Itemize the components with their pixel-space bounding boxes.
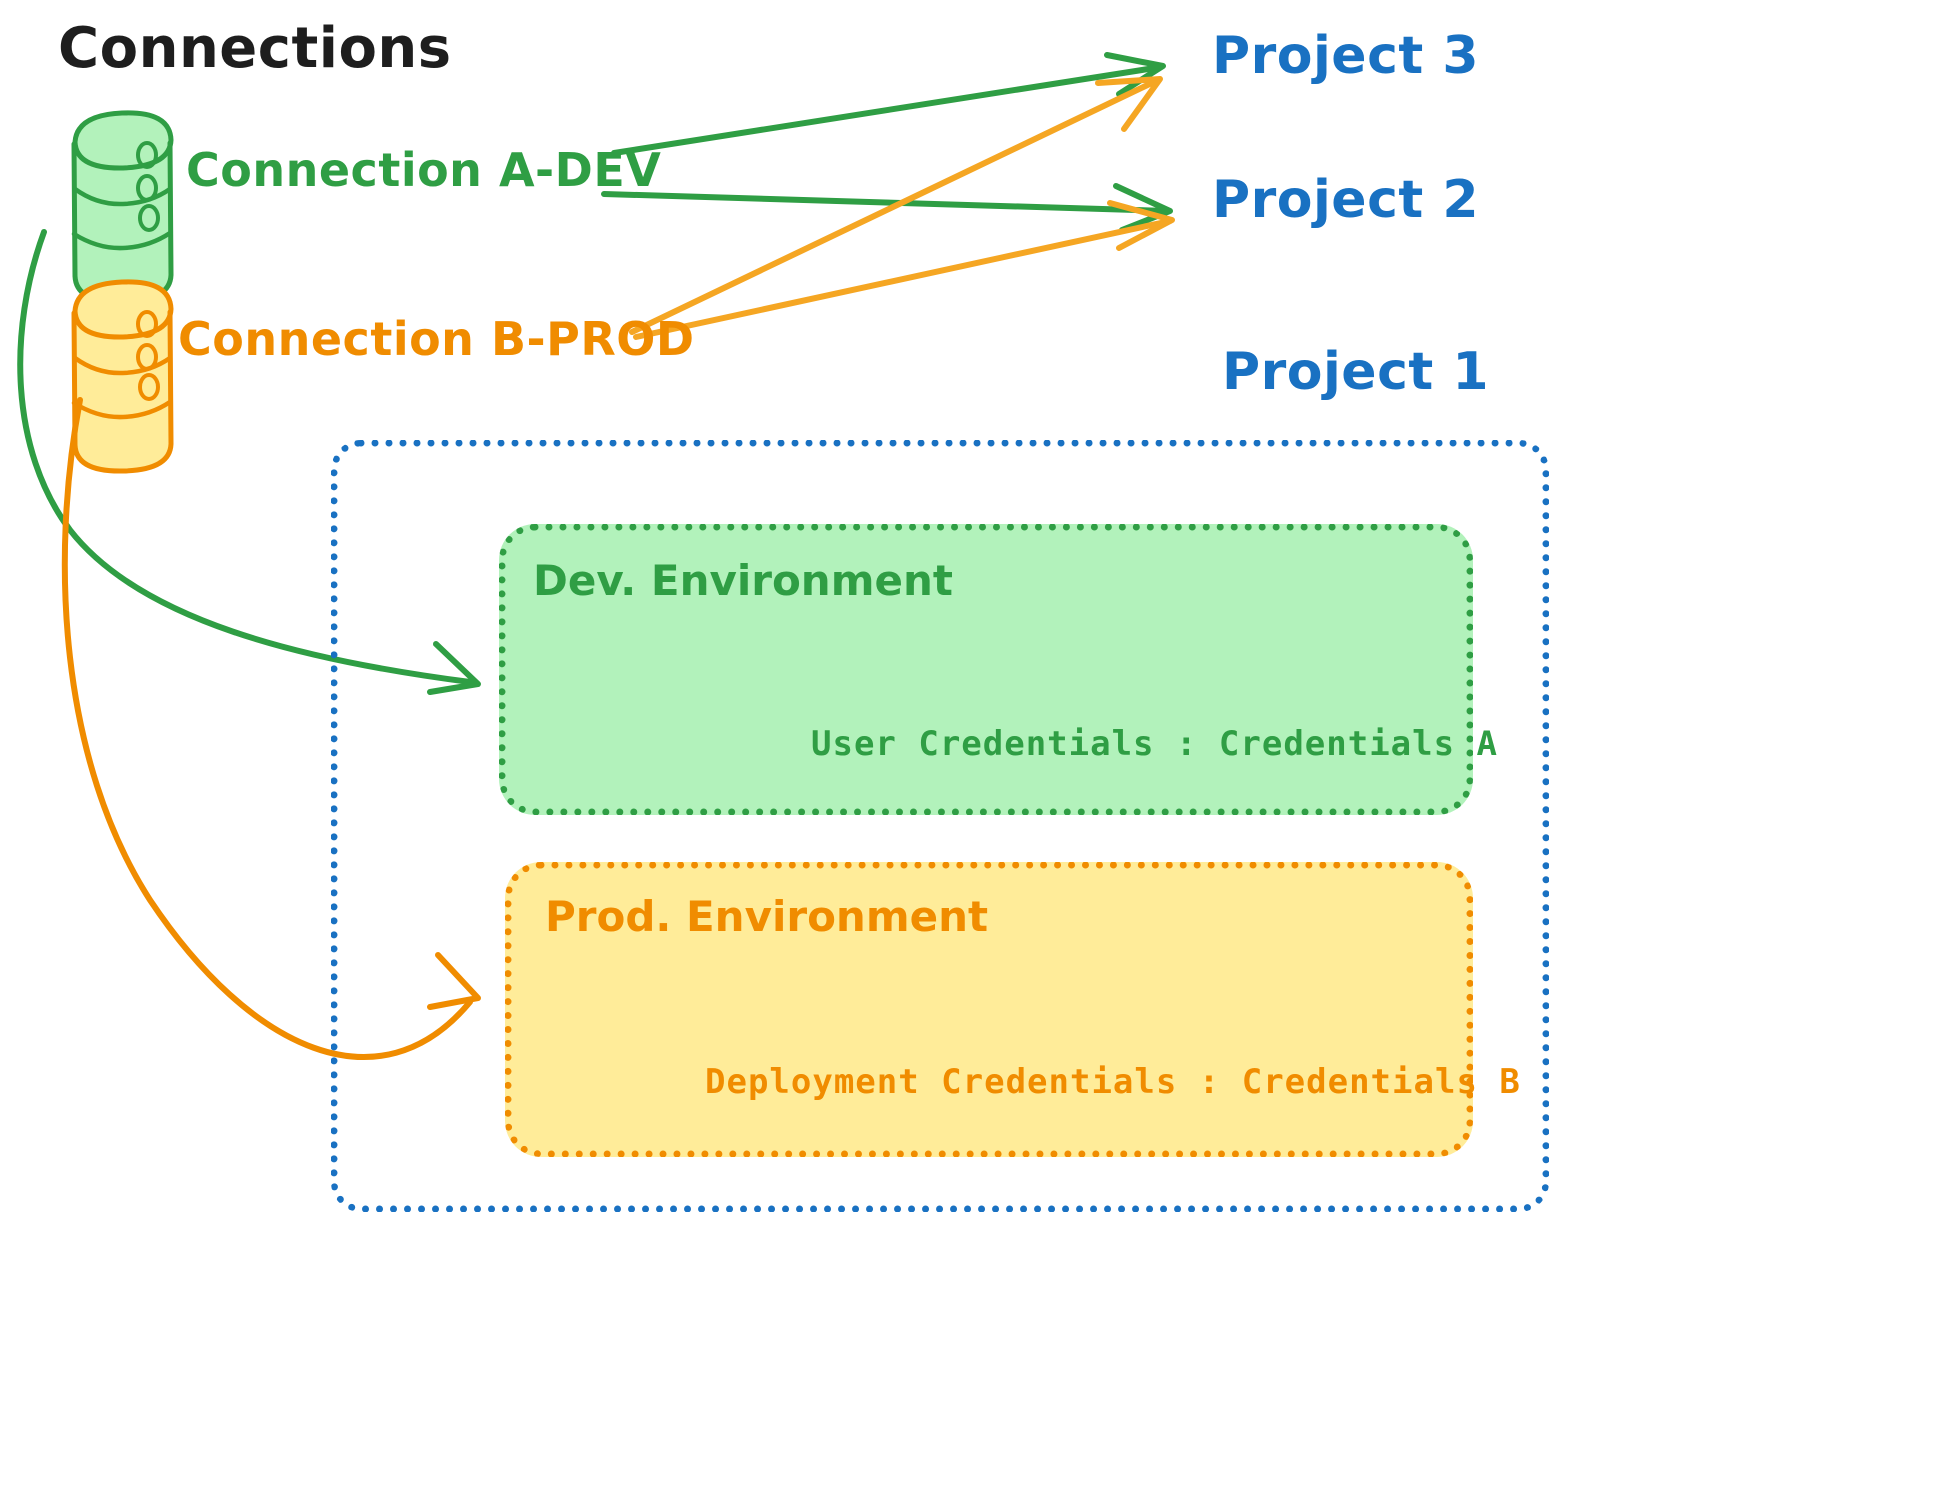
arrow-conn-a-to-dev-environment [17,229,481,695]
project-3-label[interactable]: Project 3 [1212,26,1480,86]
arrow-conn-a-to-project-3 [611,52,1166,156]
project-1-container [331,440,1549,1212]
dev-environment-title: Dev. Environment [533,556,953,605]
prod-environment-box[interactable] [505,862,1473,1157]
project-1-label[interactable]: Project 1 [1222,342,1490,402]
dev-environment-box[interactable] [499,524,1473,815]
database-cylinder-icon-green [71,110,174,305]
connection-b-prod-label[interactable]: Connection B-PROD [178,312,695,366]
dev-environment-credentials: User Credentials : Credentials A [811,724,1499,764]
page-title: Connections [58,16,452,81]
project-2-label[interactable]: Project 2 [1212,170,1480,230]
arrow-conn-b-to-prod-environment [61,397,481,1060]
arrow-conn-a-to-project-2 [601,183,1173,233]
connection-a-dev-label[interactable]: Connection A-DEV [186,143,662,197]
database-cylinder-icon-orange [71,279,174,474]
prod-environment-credentials: Deployment Credentials : Credentials B [705,1062,1521,1102]
arrow-conn-b-to-project-3 [629,76,1163,335]
arrow-conn-b-to-project-2 [633,200,1175,340]
prod-environment-title: Prod. Environment [545,892,989,941]
